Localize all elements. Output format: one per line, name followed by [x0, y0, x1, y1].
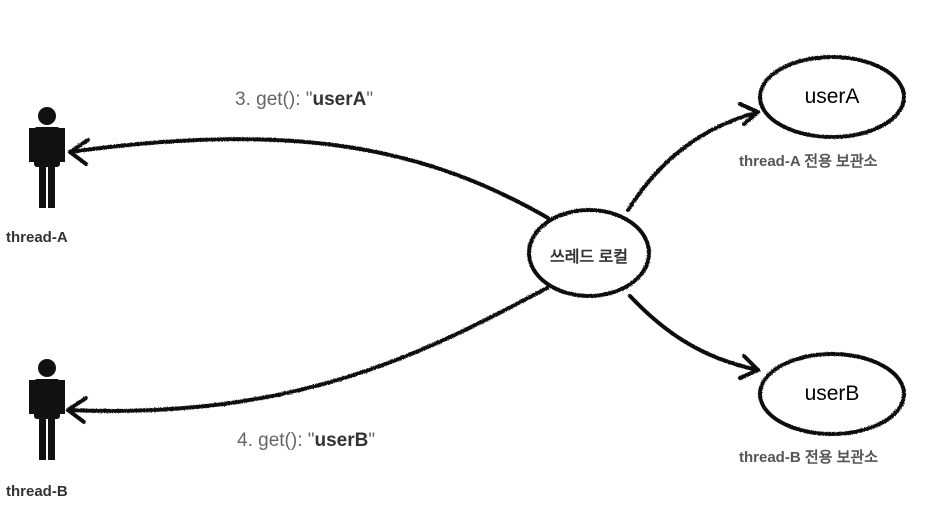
call-b-label: 4. get(): "userB"	[237, 430, 375, 452]
store-b-caption: thread-B 전용 보관소	[739, 449, 879, 466]
call-b-value: userB	[314, 430, 369, 451]
call-b-suffix: "	[368, 430, 376, 451]
call-b-prefix: 4. get(): "	[237, 430, 315, 451]
store-b-value: userB	[804, 382, 860, 405]
arrow-to-thread-b	[66, 286, 549, 424]
store-a-value: userA	[804, 85, 860, 108]
person-icon	[29, 107, 65, 208]
call-a-prefix: 3. get(): "	[235, 89, 313, 110]
store-b-ellipse	[758, 352, 906, 436]
call-a-value: userA	[312, 89, 367, 110]
thread-b-label: thread-B	[6, 483, 68, 500]
store-a-ellipse	[758, 55, 906, 139]
call-a-suffix: "	[366, 89, 374, 110]
arrow-to-thread-a	[68, 137, 550, 220]
call-a-label: 3. get(): "userA"	[235, 89, 373, 111]
thread-local-label: 쓰레드 로컬	[549, 249, 629, 266]
person-icon	[29, 359, 65, 460]
arrow-to-store-b	[628, 294, 760, 380]
store-a-caption: thread-A 전용 보관소	[739, 153, 878, 170]
thread-local-ellipse	[527, 208, 651, 298]
arrow-to-store-a	[626, 102, 760, 212]
thread-a-label: thread-A	[6, 229, 68, 246]
